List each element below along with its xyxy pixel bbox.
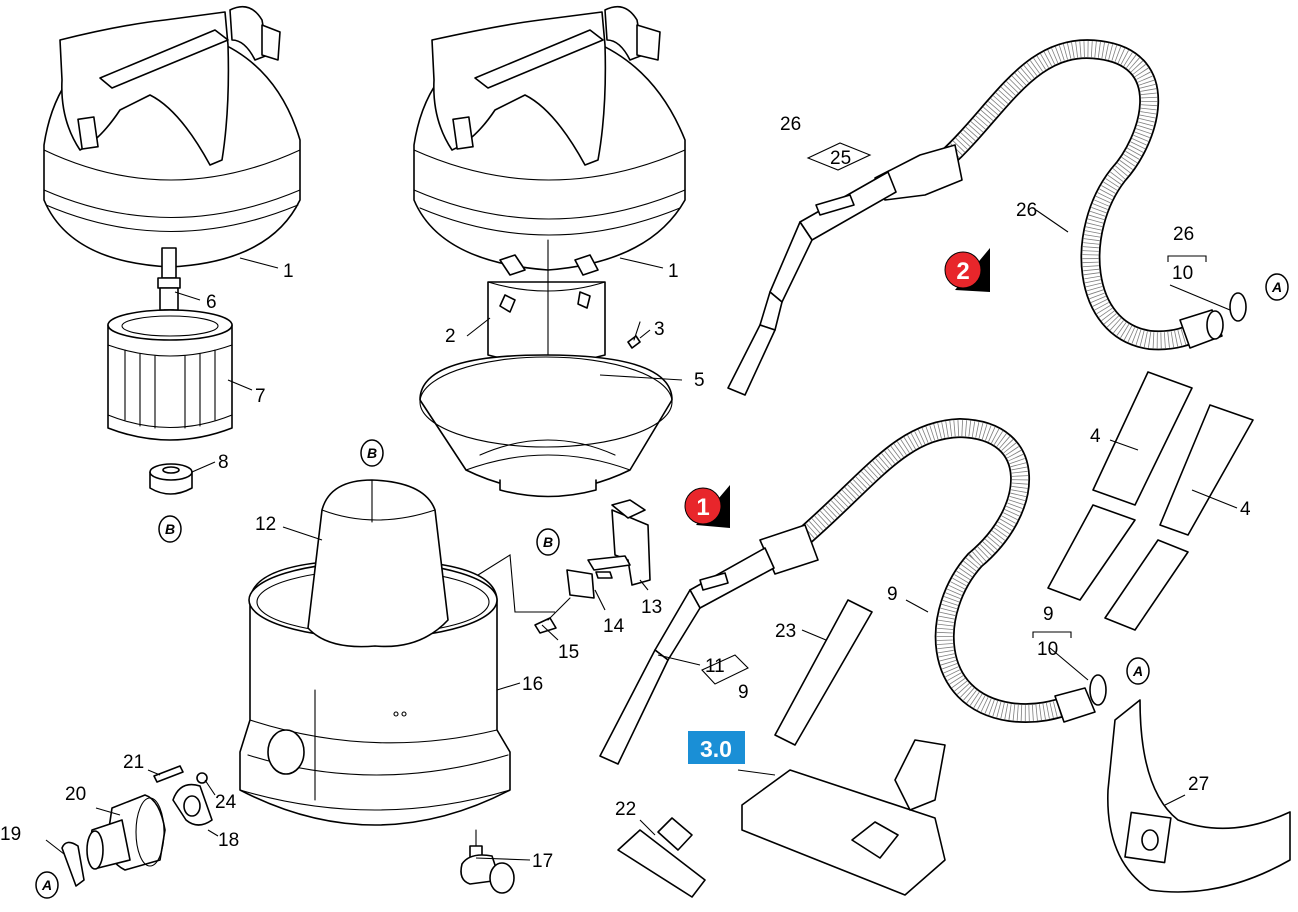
connector-letter: B	[165, 521, 175, 537]
latch-assembly	[534, 499, 651, 634]
part-label: 15	[558, 642, 579, 663]
part-label: 19	[0, 824, 21, 845]
part-label: 20	[65, 784, 86, 805]
part-label: 26	[780, 114, 801, 135]
crevice-nozzle	[774, 599, 873, 746]
leader-lines	[45, 142, 1238, 861]
part-label: 26	[1173, 224, 1194, 245]
part-label: 2	[445, 326, 456, 347]
connector-marker-b-2: B	[360, 439, 384, 467]
part-label: 17	[532, 851, 553, 872]
suction-hose-variant-1	[599, 417, 1107, 765]
cartridge-filter	[107, 309, 233, 441]
part-label: 9	[887, 584, 898, 605]
part-label: 10	[1172, 263, 1193, 284]
part-label: 3	[654, 319, 665, 340]
part-label: 21	[123, 752, 144, 773]
part-label: 11	[705, 656, 725, 677]
floor-nozzle	[741, 739, 946, 896]
part-label: 8	[218, 452, 229, 473]
bumper-strip	[1107, 699, 1291, 893]
connector-letter: A	[1271, 279, 1282, 295]
connector-letter: A	[1132, 663, 1143, 679]
connector-letter: A	[41, 877, 52, 893]
screw	[627, 321, 641, 349]
castor-wheel	[460, 829, 515, 894]
variant-badge-2: 2	[944, 248, 990, 292]
upholstery-nozzle	[617, 817, 706, 898]
part-label: 16	[522, 674, 543, 695]
part-label: 27	[1188, 774, 1209, 795]
variant-number: 2	[956, 258, 969, 285]
variant-badge-1: 1	[684, 485, 730, 528]
connector-letter: B	[543, 534, 553, 550]
connector-marker-b-1: B	[158, 515, 182, 543]
motor-head-left	[43, 5, 301, 351]
part-label: 18	[218, 830, 239, 851]
accessory-kit-label: 3.0	[700, 736, 732, 762]
part-label: 25	[830, 148, 851, 169]
funnel	[419, 354, 673, 498]
part-labels: 1 1 2 3 4 4 5 6 7 8 9 9 9 10 10 11 12 13…	[0, 114, 1251, 872]
part-label: 9	[1043, 604, 1054, 625]
part-label: 5	[694, 370, 705, 391]
accessory-kit-badge: 3.0	[688, 731, 745, 764]
part-label: 23	[775, 621, 796, 642]
part-label: 26	[1016, 200, 1037, 221]
connector-marker-a-2: A	[1126, 657, 1150, 685]
inlet-connector-parts	[61, 765, 213, 887]
part-label: 14	[603, 616, 625, 637]
extension-tubes	[1047, 371, 1254, 631]
part-label: 7	[255, 386, 266, 407]
retaining-knob	[149, 463, 193, 495]
part-label: 4	[1240, 499, 1251, 520]
part-label: 10	[1037, 639, 1058, 660]
connector-letter: B	[367, 445, 377, 461]
connector-marker-b-3: B	[536, 528, 560, 556]
variant-number: 1	[696, 494, 709, 521]
part-label: 6	[206, 292, 217, 313]
part-label: 13	[641, 597, 662, 618]
part-label: 4	[1090, 426, 1101, 447]
connector-marker-a-3: A	[35, 871, 59, 899]
part-label: 24	[215, 792, 237, 813]
part-label: 22	[615, 799, 636, 820]
part-label: 12	[255, 514, 276, 535]
connector-marker-a-1: A	[1265, 273, 1289, 301]
motor-head-center	[413, 5, 686, 276]
filter-bag	[307, 479, 449, 648]
suction-hose-variant-2	[727, 39, 1247, 396]
part-label: 9	[738, 682, 749, 703]
part-label: 1	[668, 261, 679, 282]
part-label: 1	[283, 261, 294, 282]
